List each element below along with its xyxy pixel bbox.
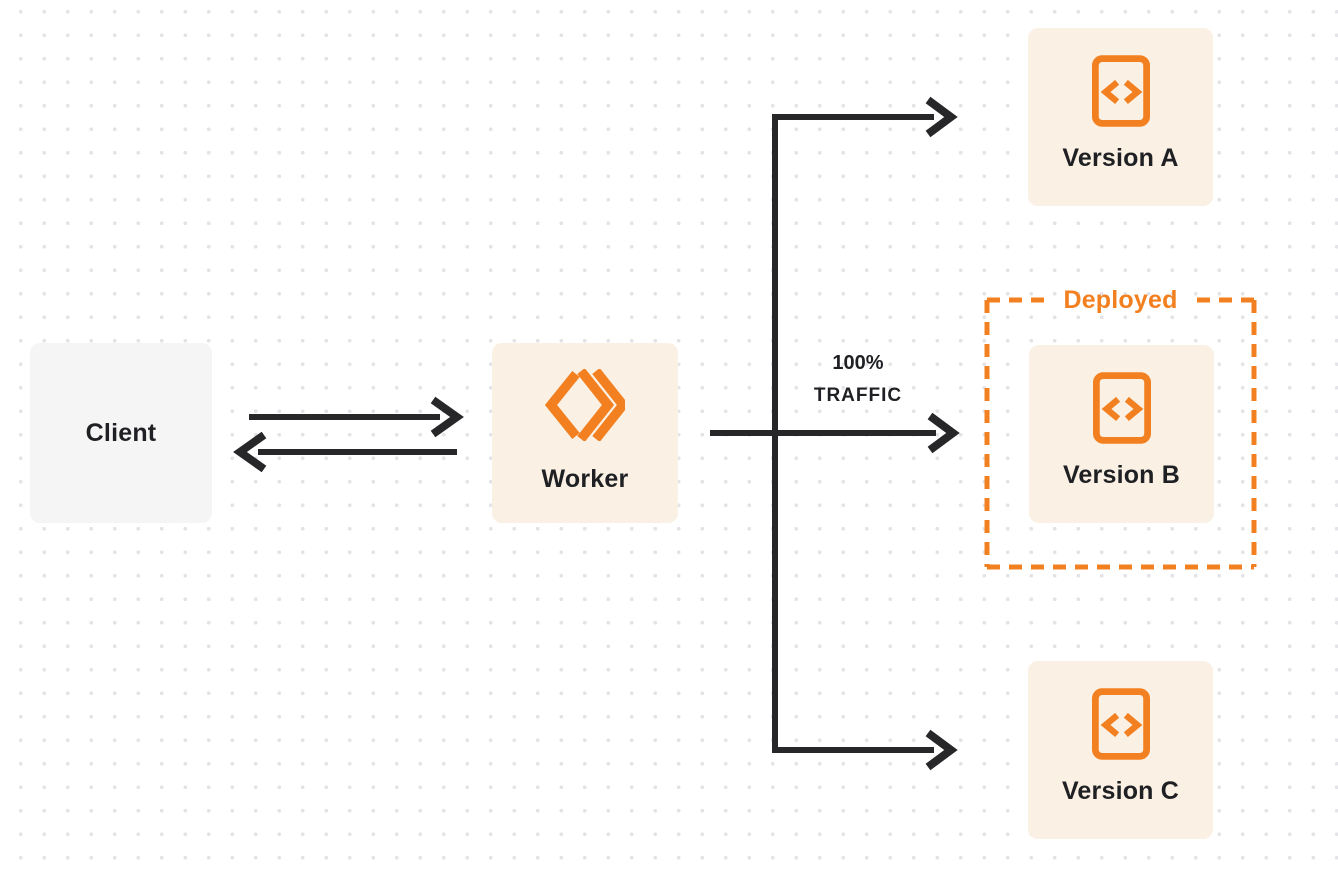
version-c-node: Version C	[1028, 661, 1213, 839]
deployed-label: Deployed	[1063, 285, 1178, 314]
code-file-icon	[1091, 688, 1150, 760]
routing-arrows	[710, 96, 960, 771]
version-a-label: Version A	[1062, 144, 1179, 172]
client-worker-arrows	[233, 396, 464, 473]
arrowhead-version-a-icon	[925, 96, 958, 138]
cloudflare-workers-logo-icon	[545, 369, 625, 441]
arrowhead-version-c-icon	[925, 729, 958, 771]
version-a-node: Version A	[1028, 28, 1213, 206]
code-file-icon	[1092, 372, 1151, 444]
traffic-percent: 100%	[832, 352, 884, 374]
traffic-annotation: 100% TRAFFIC	[793, 351, 923, 408]
traffic-word: TRAFFIC	[813, 385, 903, 406]
version-c-label: Version C	[1061, 777, 1180, 805]
request-arrowhead-icon	[430, 396, 464, 438]
code-file-icon	[1091, 55, 1150, 127]
deployed-boundary	[984, 297, 1257, 570]
worker-node: Worker	[492, 343, 678, 523]
client-label: Client	[85, 418, 157, 447]
worker-label: Worker	[541, 465, 629, 493]
arrowhead-version-b-icon	[927, 412, 960, 454]
response-arrowhead-icon	[233, 431, 267, 473]
client-node: Client	[30, 343, 212, 523]
version-b-label: Version B	[1062, 461, 1181, 489]
version-b-node: Version B	[1029, 345, 1214, 523]
